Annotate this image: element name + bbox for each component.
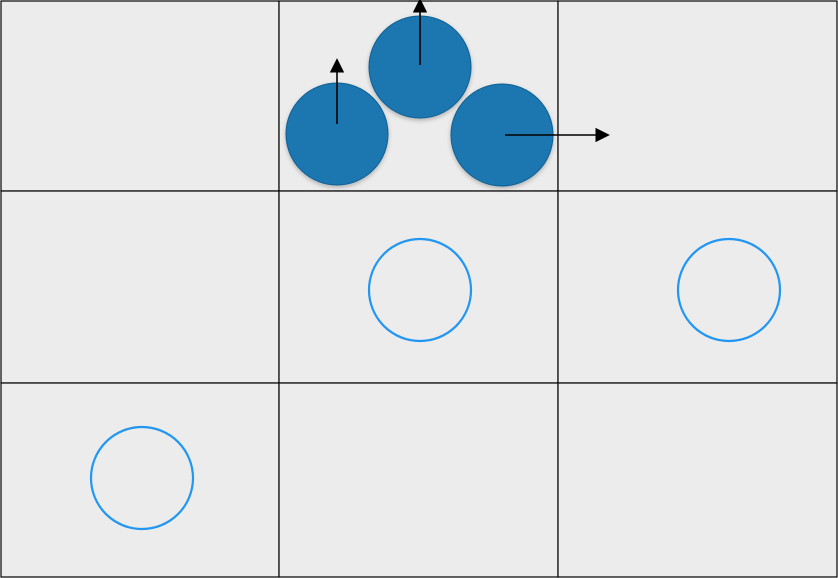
grid-cell-r0-c0 <box>0 0 280 192</box>
grid-cell-r1-c2 <box>557 190 838 384</box>
grid-cell-r2-c0 <box>0 382 280 578</box>
outline-circle-middle-center <box>367 237 473 343</box>
outline-circle-middle-right <box>676 237 782 343</box>
filled-circles <box>285 15 554 187</box>
outline-circles <box>89 237 782 531</box>
grid-cell-r2-c2 <box>557 382 838 578</box>
grid-cell-r1-c1 <box>278 190 559 384</box>
velocity-arrows <box>329 0 610 143</box>
grid-cell-r0-c2 <box>557 0 838 192</box>
grid-cell-r2-c1 <box>278 382 559 578</box>
grid-cell-r1-c0 <box>0 190 280 384</box>
outline-circle-bottom-left <box>89 425 195 531</box>
